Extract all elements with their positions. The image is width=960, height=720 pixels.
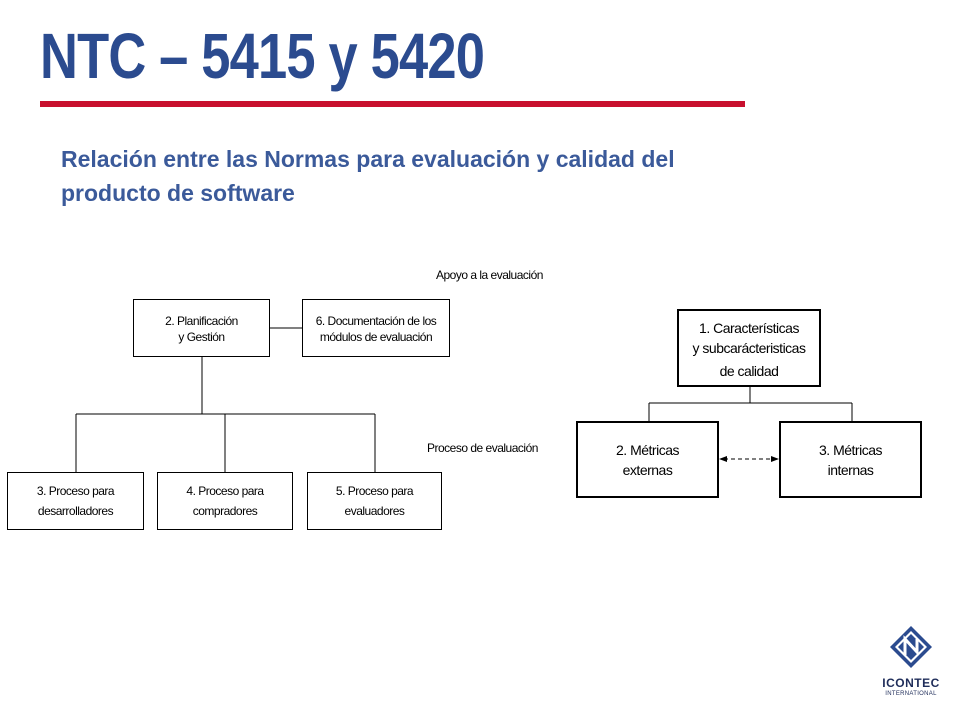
external-metrics-line-1: 2. Métricas — [616, 442, 679, 458]
logo-wordmark: ICONTEC — [882, 676, 940, 690]
developers-line-1: 3. Proceso para — [36, 484, 115, 498]
slide-subtitle: Relación entre las Normas para evaluació… — [61, 142, 861, 210]
characteristics-line-2: y subcarácteristicas — [692, 340, 806, 356]
icontec-logo: ICONTEC INTERNATIONAL — [876, 625, 946, 697]
module-documentation-box: 6. Documentación de los módulos de evalu… — [302, 299, 450, 357]
dashed-link-arrow-right — [771, 456, 779, 462]
support-evaluation-label: Apoyo a la evaluación — [436, 268, 543, 282]
evaluators-process-box: 5. Proceso para evaluadores — [307, 472, 442, 530]
developers-process-box: 3. Proceso para desarrolladores — [7, 472, 144, 530]
characteristics-line-3: de calidad — [719, 363, 779, 379]
documentation-line-1: 6. Documentación de los — [315, 314, 437, 328]
dashed-link-arrow-left — [719, 456, 727, 462]
evaluators-line-1: 5. Proceso para — [335, 484, 414, 498]
evaluation-process-label: Proceso de evaluación — [427, 441, 538, 455]
title-underline — [40, 101, 745, 107]
subtitle-line-1: Relación entre las Normas para evaluació… — [61, 146, 675, 172]
internal-metrics-line-1: 3. Métricas — [819, 442, 882, 458]
characteristics-line-1: 1. Características — [699, 320, 799, 336]
evaluators-line-2: evaluadores — [344, 504, 405, 518]
icontec-n-diamond-icon — [890, 626, 932, 668]
internal-metrics-line-2: internas — [827, 462, 874, 478]
external-metrics-line-2: externas — [622, 462, 673, 478]
planning-line-2: y Gestión — [178, 330, 225, 344]
buyers-line-1: 4. Proceso para — [186, 484, 264, 498]
buyers-process-box: 4. Proceso para compradores — [157, 472, 293, 530]
external-metrics-box: 2. Métricas externas — [576, 421, 719, 498]
developers-line-2: desarrolladores — [37, 504, 114, 518]
quality-characteristics-box: 1. Características y subcarácteristicas … — [677, 309, 821, 387]
buyers-line-2: compradores — [192, 504, 258, 518]
documentation-line-2: módulos de evaluación — [319, 330, 433, 344]
planning-management-box: 2. Planificación y Gestión — [133, 299, 270, 357]
subtitle-line-2: producto de software — [61, 180, 295, 206]
planning-line-1: 2. Planificación — [165, 314, 238, 328]
logo-subtext: INTERNATIONAL — [885, 691, 937, 697]
internal-metrics-box: 3. Métricas internas — [779, 421, 922, 498]
slide-title: NTC – 5415 y 5420 — [40, 20, 485, 92]
